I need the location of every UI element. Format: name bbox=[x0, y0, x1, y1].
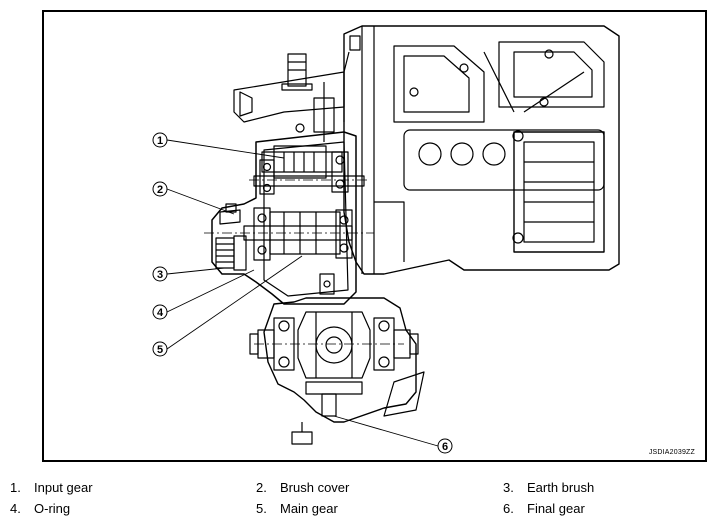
final-gear-assembly bbox=[249, 273, 425, 445]
input-gear-assembly bbox=[249, 145, 369, 195]
callout-3: 3 bbox=[152, 266, 168, 282]
callout-2-label: 2 bbox=[157, 184, 163, 196]
legend-number: 2. bbox=[256, 480, 267, 495]
callout-5: 5 bbox=[152, 341, 168, 357]
callout-2: 2 bbox=[152, 181, 168, 197]
diagram-frame: 1 2 3 4 5 6 JSDIA2039ZZ bbox=[42, 10, 707, 462]
legend-number: 4. bbox=[10, 501, 21, 516]
callout-4-label: 4 bbox=[157, 307, 164, 319]
leader-lines bbox=[166, 139, 439, 447]
legend-number: 6. bbox=[503, 501, 514, 516]
callout-5-label: 5 bbox=[157, 344, 163, 356]
legend-number: 1. bbox=[10, 480, 21, 495]
brush-cover bbox=[215, 203, 247, 271]
legend-label: Input gear bbox=[34, 480, 93, 495]
callout-6: 6 bbox=[437, 438, 453, 454]
main-gear-assembly bbox=[204, 207, 374, 261]
figure-code: JSDIA2039ZZ bbox=[648, 449, 695, 456]
callout-1: 1 bbox=[152, 132, 168, 148]
legend-label: Brush cover bbox=[280, 480, 350, 495]
legend-number: 5. bbox=[256, 501, 267, 516]
callout-3-label: 3 bbox=[157, 269, 163, 281]
motor-housing bbox=[343, 25, 620, 275]
callout-6-label: 6 bbox=[442, 441, 448, 453]
top-cover bbox=[233, 53, 345, 142]
legend-label: O-ring bbox=[34, 501, 71, 516]
callout-4: 4 bbox=[152, 304, 168, 320]
reducer-case bbox=[211, 131, 357, 305]
legend-label: Final gear bbox=[527, 501, 585, 516]
legend-label: Earth brush bbox=[527, 480, 595, 495]
legend-label: Main gear bbox=[280, 501, 338, 516]
parts-legend: 1. Input gear 2. Brush cover 3. Earth br… bbox=[0, 476, 717, 525]
legend-number: 3. bbox=[503, 480, 514, 495]
reducer-cutaway-drawing: 1 2 3 4 5 6 bbox=[152, 25, 620, 454]
callout-1-label: 1 bbox=[157, 135, 163, 147]
